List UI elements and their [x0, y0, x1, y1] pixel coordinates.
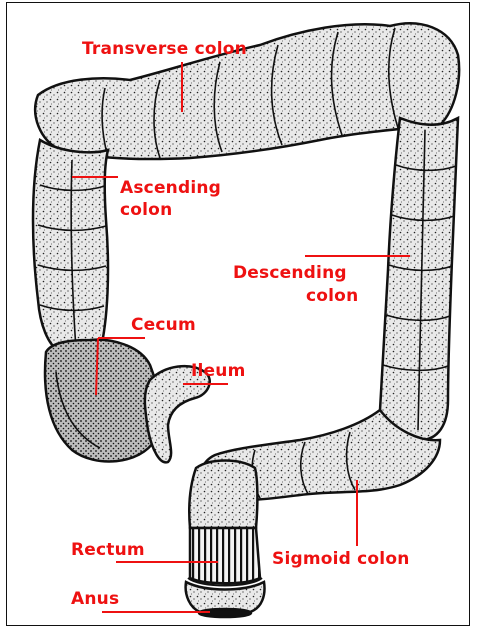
label-descending-colon-line1: Descending	[233, 264, 347, 283]
label-cecum: Cecum	[131, 316, 196, 335]
label-sigmoid-colon: Sigmoid colon	[272, 550, 410, 569]
rectum-shape	[188, 461, 262, 586]
descending-colon-shape	[380, 118, 458, 440]
label-rectum: Rectum	[71, 541, 145, 560]
label-ascending-colon-line2: colon	[120, 201, 172, 220]
label-ileum: Ileum	[191, 362, 246, 381]
ascending-colon-shape	[33, 140, 108, 352]
label-descending-colon-line2: colon	[306, 287, 358, 306]
cecum-shape	[45, 340, 159, 462]
label-ascending-colon-line1: Ascending	[120, 179, 221, 198]
label-transverse-colon: Transverse colon	[82, 40, 247, 59]
label-anus: Anus	[71, 590, 119, 609]
